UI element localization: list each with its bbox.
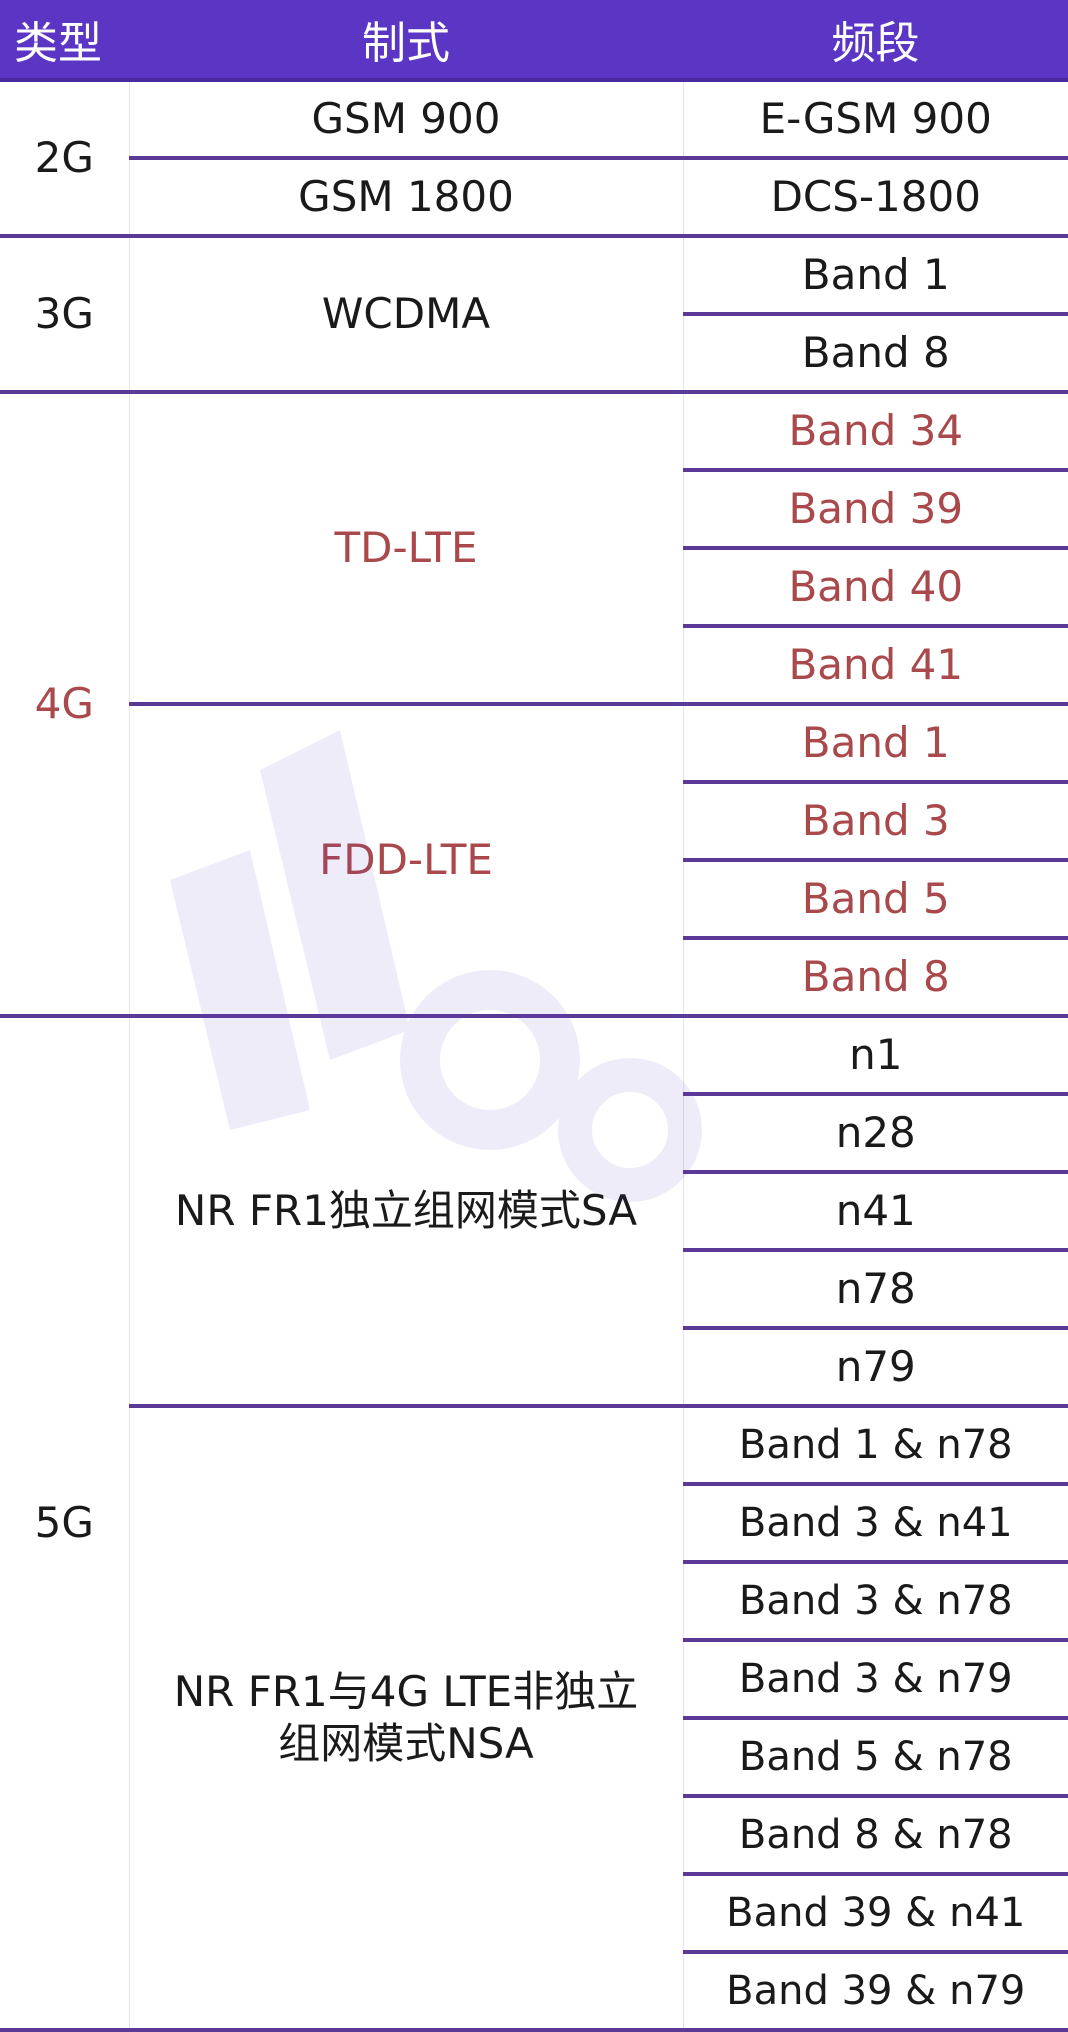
standard-gsm900: GSM 900	[129, 80, 684, 160]
band-cell: Band 41	[683, 626, 1068, 706]
standard-td-lte: TD-LTE	[129, 392, 684, 706]
table-row: GSM 1800 DCS-1800	[0, 158, 1068, 238]
table-row: Band 8 & n78	[0, 1796, 1068, 1876]
header-band: 频段	[683, 0, 1068, 82]
band-cell: Band 8 & n78	[683, 1796, 1068, 1876]
standard-nr-nsa-line2: 组网模式NSA	[278, 1719, 534, 1768]
band-cell: Band 39	[683, 470, 1068, 550]
type-2g: 2G	[0, 80, 130, 238]
band-cell: Band 5	[683, 860, 1068, 940]
table-row: FDD-LTE Band 1	[0, 704, 1068, 1018]
band-cell: n41	[683, 1172, 1068, 1252]
table-row: Band 39	[0, 470, 1068, 550]
table-row: Band 5 & n78	[0, 1718, 1068, 1798]
table-row: Band 8	[0, 938, 1068, 1018]
standard-fdd-lte: FDD-LTE	[129, 704, 684, 1018]
table-row: n41	[0, 1172, 1068, 1252]
table-row: Band 3	[0, 782, 1068, 862]
table-row: 2G GSM 900 E-GSM 900	[0, 80, 1068, 238]
band-cell: Band 34	[683, 392, 1068, 472]
band-cell: Band 39 & n79	[683, 1952, 1068, 2032]
band-cell: Band 8	[683, 314, 1068, 394]
band-cell: n1	[683, 1016, 1068, 1096]
table-row: n79	[0, 1328, 1068, 1408]
band-cell: Band 3 & n41	[683, 1484, 1068, 1564]
type-4g: 4G	[0, 392, 130, 1018]
table-row: 5G NR FR1独立组网模式SA n1	[0, 1016, 1068, 2032]
table-row: Band 5	[0, 860, 1068, 940]
table-row: 4G TD-LTE Band 34	[0, 392, 1068, 1018]
band-dcs1800: DCS-1800	[683, 158, 1068, 238]
table-row: Band 41	[0, 626, 1068, 706]
standard-nr-nsa-line1: NR FR1与4G LTE非独立	[173, 1666, 639, 1716]
band-cell: Band 3 & n78	[683, 1562, 1068, 1642]
band-cell: Band 8	[683, 938, 1068, 1018]
band-cell: Band 5 & n78	[683, 1718, 1068, 1798]
standard-nr-nsa: NR FR1与4G LTE非独立 组网模式NSA	[129, 1406, 684, 2032]
band-cell: Band 39 & n41	[683, 1874, 1068, 1954]
header-row: 类型 制式 频段	[0, 0, 1068, 82]
table-row: Band 40	[0, 548, 1068, 628]
table-row: Band 39 & n41	[0, 1874, 1068, 1954]
standard-wcdma: WCDMA	[129, 236, 684, 394]
table-row: Band 3 & n41	[0, 1484, 1068, 1564]
band-cell: n79	[683, 1328, 1068, 1408]
header-type: 类型	[0, 0, 129, 82]
standard-gsm1800: GSM 1800	[129, 158, 684, 238]
table-row: Band 3 & n78	[0, 1562, 1068, 1642]
table-row: Band 3 & n79	[0, 1640, 1068, 1720]
type-5g: 5G	[0, 1016, 130, 2032]
band-cell: Band 3	[683, 782, 1068, 862]
band-cell: Band 1	[683, 704, 1068, 784]
band-cell: Band 3 & n79	[683, 1640, 1068, 1720]
table-row: NR FR1与4G LTE非独立 组网模式NSA Band 1 & n78	[0, 1406, 1068, 2032]
band-cell: n78	[683, 1250, 1068, 1330]
type-3g: 3G	[0, 236, 130, 394]
band-cell: Band 1	[683, 236, 1068, 316]
table-row: n78	[0, 1250, 1068, 1330]
table-row: Band 8	[0, 314, 1068, 394]
header-standard: 制式	[129, 0, 683, 82]
band-egsm900: E-GSM 900	[683, 80, 1068, 160]
band-cell: Band 40	[683, 548, 1068, 628]
band-cell: Band 1 & n78	[683, 1406, 1068, 1486]
table-row: 3G WCDMA Band 1	[0, 236, 1068, 394]
band-cell: n28	[683, 1094, 1068, 1174]
table-row: n28	[0, 1094, 1068, 1174]
table-row: Band 39 & n79	[0, 1952, 1068, 2032]
standard-nr-sa: NR FR1独立组网模式SA	[129, 1016, 684, 1408]
